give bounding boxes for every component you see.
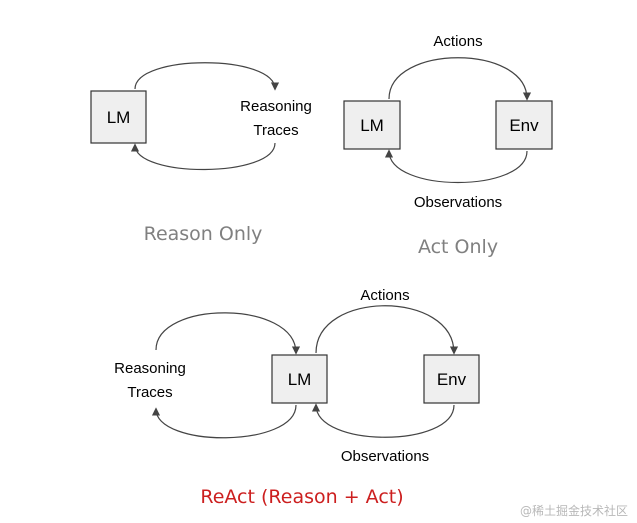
watermark: @稀土掘金技术社区 (520, 503, 628, 518)
reason-only-lm-label: LM (107, 108, 131, 127)
react-actions-label: Actions (360, 287, 409, 304)
reason-only-edge-label-line1: Reasoning (240, 98, 312, 115)
react-reasoning-label-line1: Reasoning (114, 360, 186, 377)
react-panel: LM Env Reasoning Traces Actions Observat… (114, 287, 480, 508)
reason-only-panel: LM Reasoning Traces Reason Only (90, 62, 312, 245)
reason-only-top-arrow (134, 62, 280, 91)
act-only-observations-label: Observations (414, 194, 502, 211)
react-lm-label: LM (288, 370, 312, 389)
react-reasoning-top-arrow (155, 312, 301, 355)
react-env-label: Env (437, 370, 467, 389)
react-reasoning-label-line2: Traces (127, 384, 172, 401)
act-only-lm-label: LM (360, 116, 384, 135)
act-only-lm-box (343, 100, 401, 150)
react-lm-box (271, 354, 328, 404)
act-only-actions-arrow (388, 57, 532, 101)
reason-only-edge-label-line2: Traces (253, 122, 298, 139)
react-caption: ReAct (Reason + Act) (200, 486, 403, 508)
reason-only-lm-box (90, 90, 147, 144)
act-only-observations-arrow (384, 149, 528, 183)
reason-only-bottom-arrow (130, 142, 276, 171)
react-reasoning-bottom-arrow (151, 404, 297, 439)
act-only-actions-label: Actions (433, 33, 482, 50)
act-only-caption: Act Only (418, 236, 498, 258)
react-actions-arrow (315, 305, 459, 355)
act-only-panel: LM Env Actions Observations Act Only (343, 33, 553, 258)
react-env-box (423, 354, 480, 404)
reason-only-caption: Reason Only (144, 223, 263, 245)
react-observations-arrow (311, 403, 455, 438)
act-only-env-label: Env (509, 116, 539, 135)
act-only-env-box (495, 100, 553, 150)
react-observations-label: Observations (341, 448, 429, 465)
